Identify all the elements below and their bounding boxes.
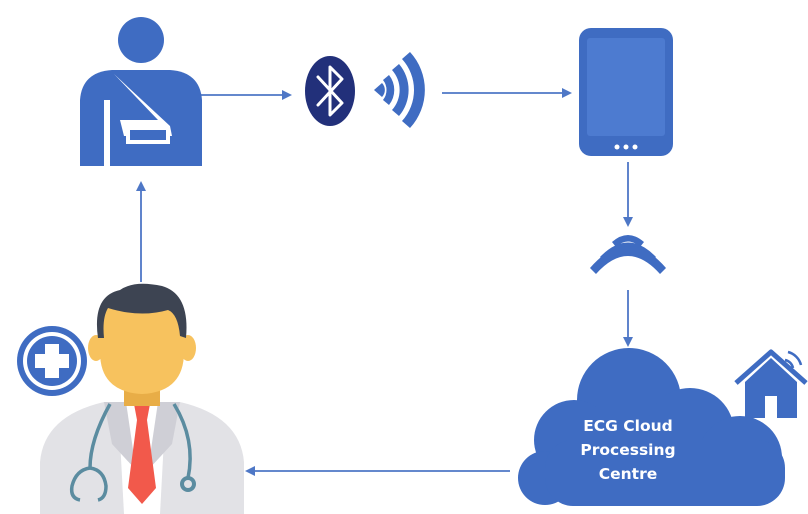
cloud-label-line-3: Centre <box>598 465 658 483</box>
doctor-icon <box>40 283 244 514</box>
wifi-signal-icon <box>374 52 425 128</box>
wireless-broadcast-icon <box>590 235 666 274</box>
medical-cross-icon <box>17 326 87 396</box>
cloud-label-line-1: ECG Cloud <box>583 417 673 435</box>
patient-with-arm-sling-icon <box>80 17 202 166</box>
ecg-cloud-label: ECG Cloud Processing Centre <box>548 414 708 486</box>
bluetooth-icon <box>305 56 355 126</box>
smart-home-icon <box>734 349 808 418</box>
tablet-device-icon <box>579 28 673 156</box>
cloud-label-line-2: Processing <box>580 441 676 459</box>
cloud-icon <box>518 348 785 506</box>
